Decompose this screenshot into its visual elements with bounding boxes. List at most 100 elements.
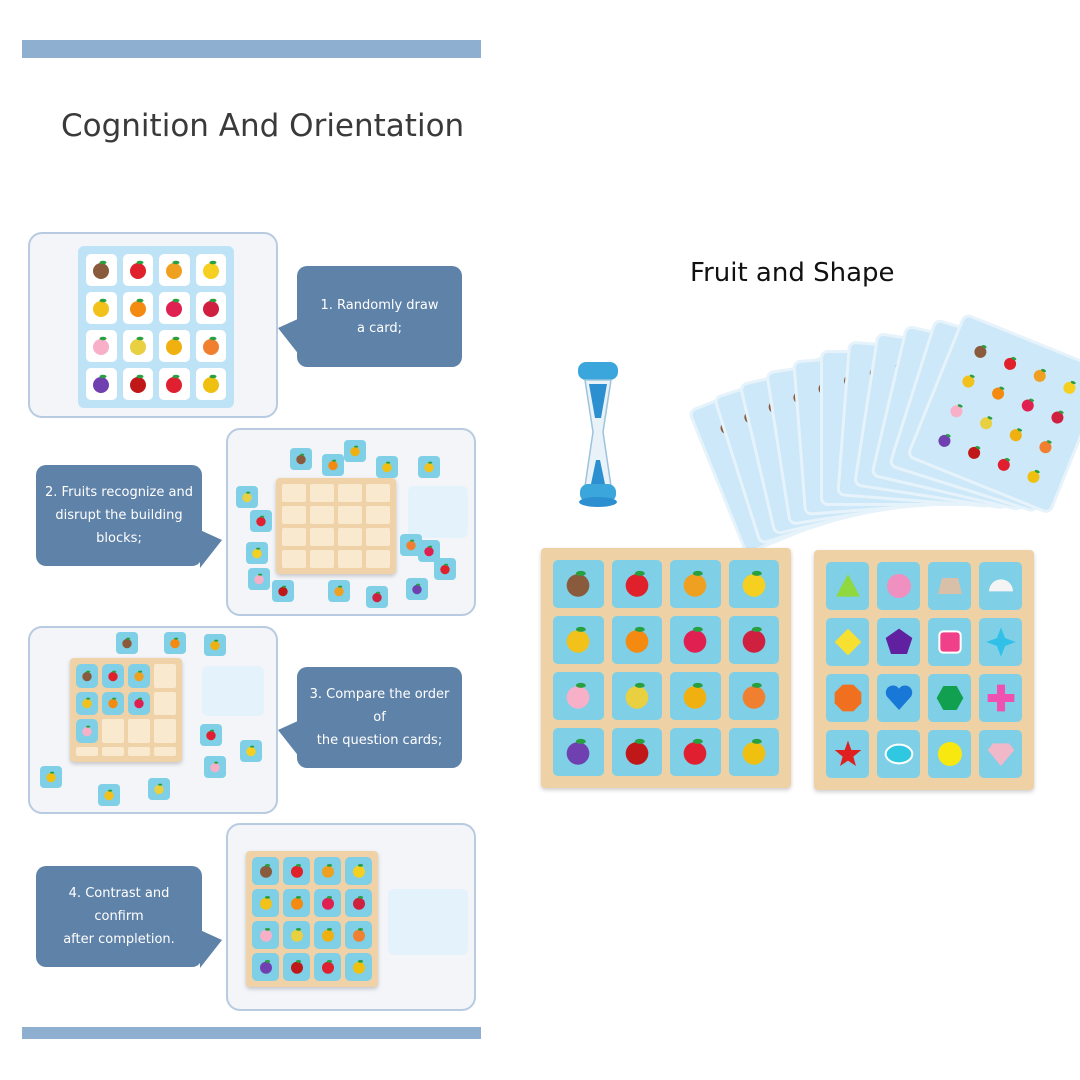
- empty-slot: [366, 528, 390, 546]
- oval-icon: [877, 730, 920, 778]
- empty-slot: [310, 484, 334, 502]
- peach-icon: [940, 394, 974, 428]
- semicircle-icon: [979, 562, 1022, 610]
- question-card-small: [388, 889, 468, 955]
- heart-icon: [877, 674, 920, 722]
- empty-slot: [102, 719, 124, 743]
- coconut-icon: [964, 334, 998, 368]
- step2-bubble: 2. Fruits recognize and disrupt the buil…: [36, 465, 202, 566]
- orange-icon: [122, 292, 153, 324]
- empty-slot: [154, 719, 176, 743]
- step2-bubble-tail: [200, 530, 222, 568]
- orange-icon: [611, 616, 662, 664]
- question-card-small: [202, 666, 264, 716]
- pear-icon: [236, 486, 258, 508]
- orange-icon: [322, 454, 344, 476]
- pear-icon: [969, 406, 1003, 440]
- lemon-icon: [240, 740, 262, 762]
- partial-board: [70, 658, 182, 762]
- pear-icon: [611, 672, 662, 720]
- persimmon-icon: [400, 534, 422, 556]
- hexagon-icon: [928, 674, 971, 722]
- empty-slot: [310, 528, 334, 546]
- four-point-star-icon: [979, 618, 1022, 666]
- lemon-icon: [345, 857, 372, 885]
- apple-icon: [611, 560, 662, 608]
- question-card: [905, 312, 1080, 516]
- peach-icon: [76, 719, 98, 743]
- step2-text-line3: blocks;: [96, 531, 142, 546]
- cherry-icon: [122, 368, 153, 400]
- coconut-icon: [86, 254, 117, 286]
- strawberry-icon: [200, 724, 222, 746]
- lemon-icon: [246, 542, 268, 564]
- empty-slot: [128, 746, 150, 756]
- butterfly-icon: [1023, 358, 1057, 392]
- mango-icon: [86, 292, 117, 324]
- grape-icon: [86, 368, 117, 400]
- step4-text-line2: after completion.: [63, 932, 175, 947]
- dragonfruit-icon: [345, 889, 372, 917]
- persimmon-icon: [345, 921, 372, 949]
- strawberry-icon: [670, 728, 721, 776]
- hourglass-icon: [578, 362, 618, 507]
- empty-slot: [282, 484, 306, 502]
- persimmon-icon: [728, 672, 779, 720]
- orange-icon: [283, 889, 310, 917]
- pomegranate-icon: [1011, 388, 1045, 422]
- step1-text-line1: 1. Randomly draw: [320, 297, 439, 313]
- mango-icon: [252, 889, 279, 917]
- empty-slot: [154, 664, 176, 688]
- cross-icon: [979, 674, 1022, 722]
- pumpkin-icon: [1017, 459, 1051, 493]
- cherry-icon: [272, 580, 294, 602]
- strawberry-icon: [314, 953, 341, 981]
- rounded-square-icon: [928, 618, 971, 666]
- pumpkin-icon: [40, 766, 62, 788]
- peach-icon: [248, 568, 270, 590]
- step2-image-panel: [226, 428, 476, 616]
- pineapple-icon: [344, 440, 366, 462]
- dragonfruit-icon: [728, 616, 779, 664]
- cherry-icon: [957, 435, 991, 469]
- pumpkin-icon: [728, 728, 779, 776]
- coconut-icon: [116, 632, 138, 654]
- question-card-fan: [687, 310, 1080, 556]
- step2-text-line2: disrupt the building: [55, 508, 183, 523]
- empty-slot: [76, 746, 98, 756]
- lemon-icon: [195, 254, 226, 286]
- octagon-icon: [826, 674, 869, 722]
- question-card: [78, 246, 234, 408]
- peach-icon: [553, 672, 604, 720]
- step3-bubble-tail: [278, 720, 300, 758]
- shape-board: [814, 550, 1034, 790]
- empty-slot: [282, 528, 306, 546]
- orange-icon: [164, 632, 186, 654]
- butterfly-icon: [159, 254, 190, 286]
- mango-icon: [98, 784, 120, 806]
- cherry-icon: [283, 953, 310, 981]
- fruit-board: [541, 548, 791, 788]
- apple-icon: [434, 558, 456, 580]
- grape-icon: [928, 423, 962, 457]
- pumpkin-icon: [345, 953, 372, 981]
- top-accent-bar: [22, 40, 481, 58]
- step3-text-line2: the question cards;: [316, 733, 443, 748]
- pomegranate-icon: [159, 292, 190, 324]
- pomegranate-icon: [670, 616, 721, 664]
- step4-bubble: 4. Contrast and confirm after completion…: [36, 866, 202, 967]
- coconut-icon: [252, 857, 279, 885]
- lemon-icon: [1053, 370, 1080, 404]
- star-icon: [826, 730, 869, 778]
- pineapple-icon: [314, 921, 341, 949]
- left-heading: Cognition And Orientation: [61, 108, 465, 144]
- coconut-icon: [553, 560, 604, 608]
- strawberry-icon: [250, 510, 272, 532]
- pomegranate-icon: [418, 540, 440, 562]
- strawberry-icon: [987, 447, 1021, 481]
- empty-slot: [310, 550, 334, 568]
- dragonfruit-icon: [1041, 400, 1075, 434]
- pumpkin-icon: [376, 456, 398, 478]
- step1-image-panel: [28, 232, 278, 418]
- trapezoid-icon: [928, 562, 971, 610]
